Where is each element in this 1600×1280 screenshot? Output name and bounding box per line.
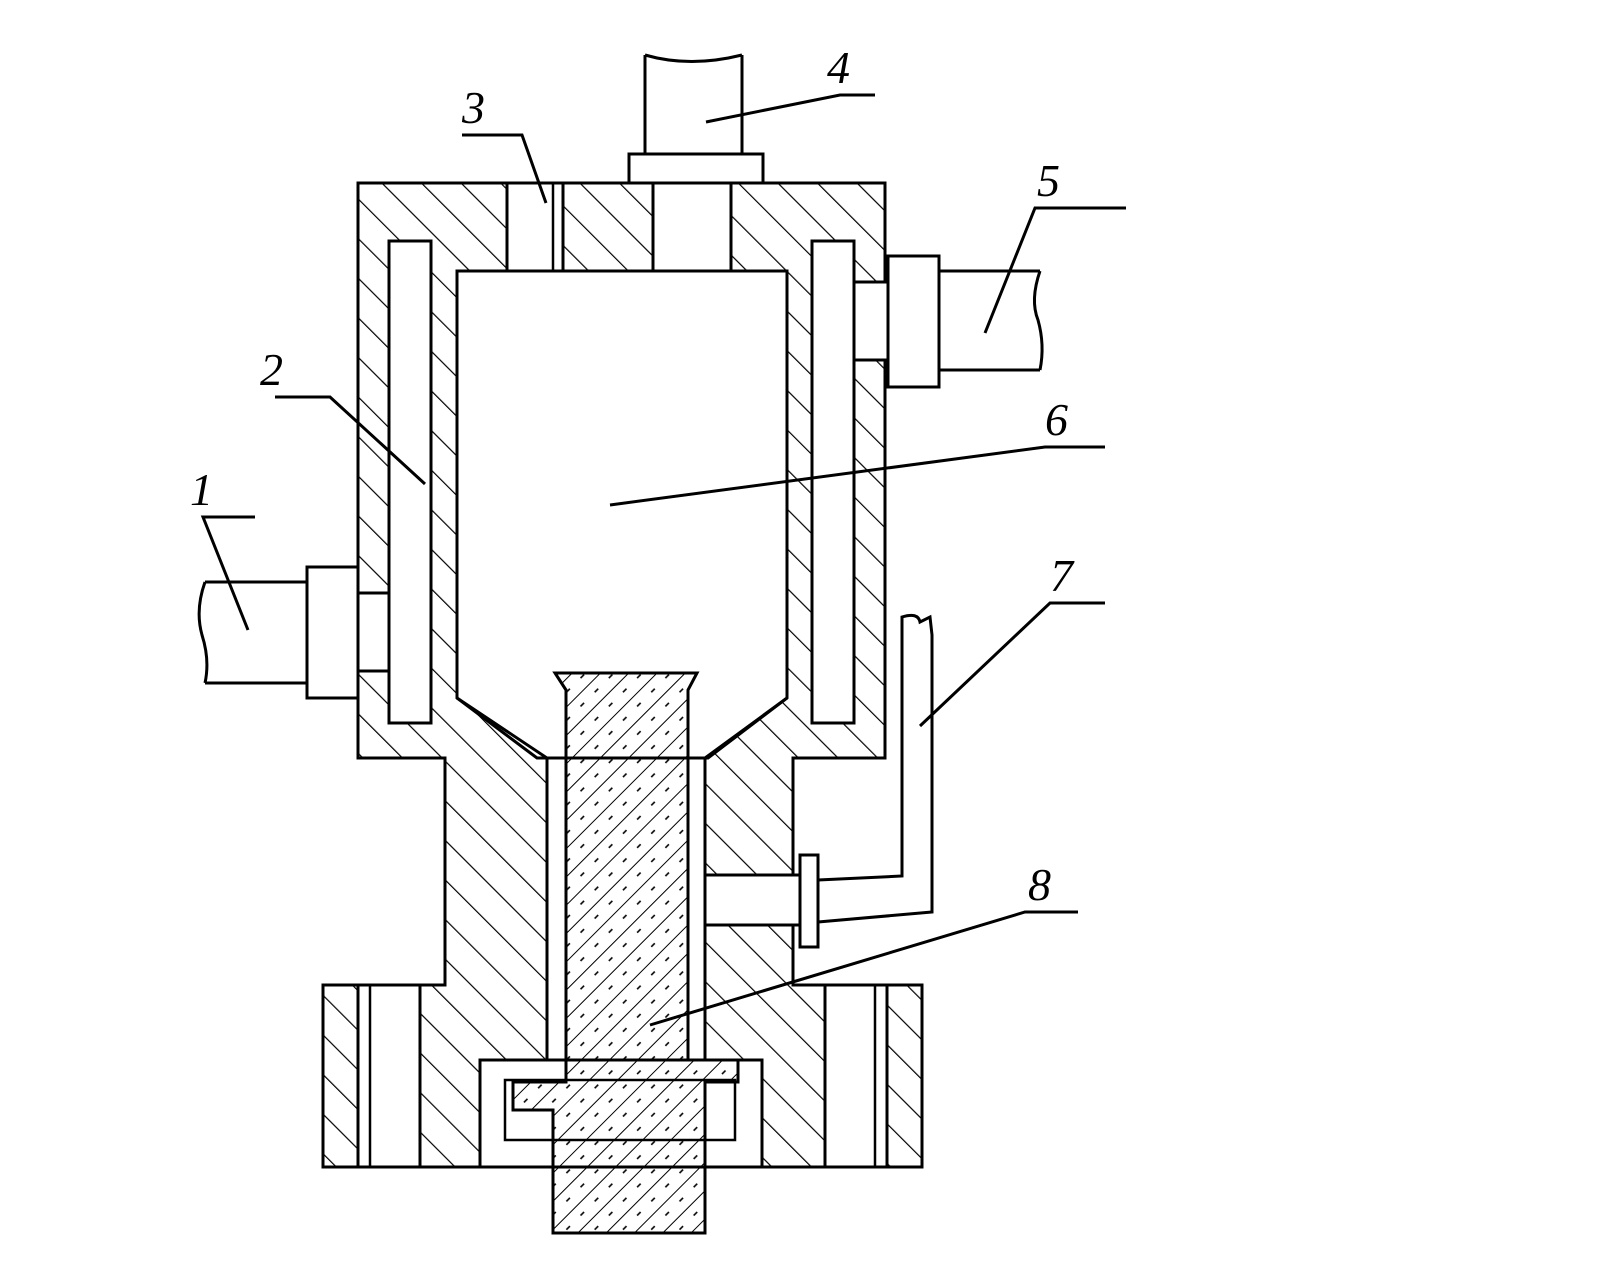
flange-bolt-holes	[356, 983, 889, 1169]
leader-lines	[200, 93, 1126, 1027]
label-3: 3	[461, 82, 485, 133]
label-4: 4	[827, 42, 850, 93]
label-1: 1	[190, 464, 213, 515]
rod-part-8	[511, 671, 740, 1235]
label-2: 2	[260, 344, 283, 395]
label-6: 6	[1045, 394, 1068, 445]
right-pipe-5	[852, 254, 1044, 389]
label-7: 7	[1050, 550, 1075, 601]
top-port-channels	[505, 181, 733, 273]
right-jacket-channel	[810, 239, 856, 725]
part-labels: 1 2 3 4 5 6 7 8	[190, 42, 1075, 910]
label-8: 8	[1028, 859, 1051, 910]
label-5: 5	[1037, 155, 1060, 206]
left-pipe-1	[197, 565, 391, 700]
top-pipe-4	[627, 53, 765, 185]
side-pipe-7	[703, 613, 934, 949]
